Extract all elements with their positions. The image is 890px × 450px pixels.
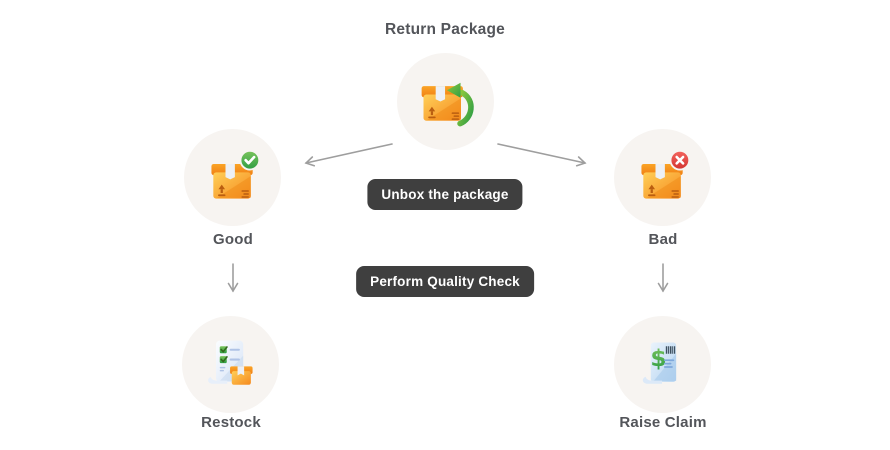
diagram-title: Return Package (385, 21, 505, 38)
package-approved-icon (210, 149, 260, 199)
node-restock (182, 316, 279, 413)
step-badge-unbox: Unbox the package (367, 179, 523, 210)
barcode-glyph (665, 345, 675, 354)
node-good (184, 129, 281, 226)
node-label-bad: Bad (648, 231, 678, 248)
arrow-return-to-good (304, 143, 393, 167)
step-badge-quality-check: Perform Quality Check (356, 266, 534, 297)
arrow-return-to-bad (497, 143, 587, 167)
claim-invoice-icon: $ (642, 342, 676, 384)
node-label-raise-claim: Raise Claim (619, 414, 707, 431)
dollar-sign-glyph: $ (650, 343, 666, 371)
package-return-icon (421, 82, 474, 126)
node-bad (614, 129, 711, 226)
node-return-package (397, 53, 494, 150)
package-rejected-icon (640, 149, 690, 199)
node-raise-claim: $ (614, 316, 711, 413)
node-label-good: Good (213, 231, 253, 248)
node-label-restock: Restock (201, 414, 261, 431)
restock-checklist-icon (207, 340, 253, 385)
